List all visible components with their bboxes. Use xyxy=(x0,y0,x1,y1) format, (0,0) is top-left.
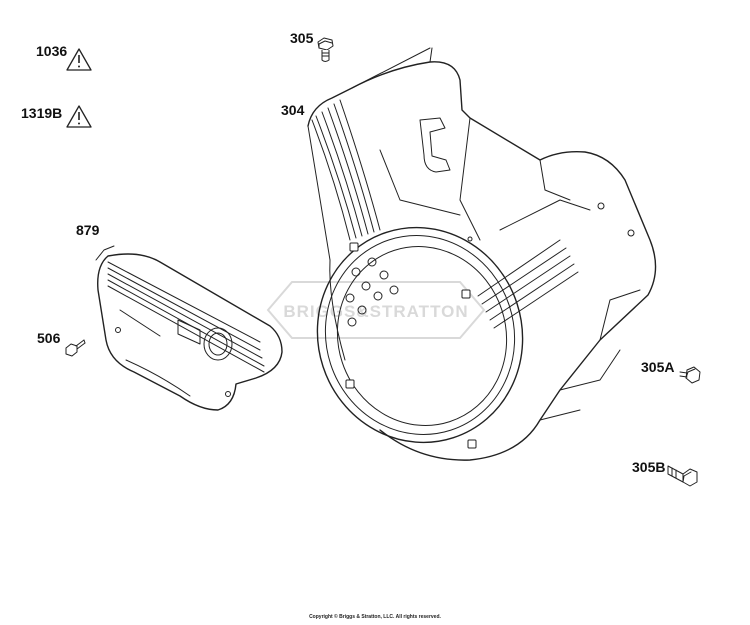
blower-housing-304 xyxy=(307,47,657,461)
part-number-1319b: 1319B xyxy=(21,105,63,121)
part-number-305a: 305A xyxy=(641,359,675,375)
part-number-879: 879 xyxy=(76,222,100,238)
copyright-footer: Copyright © Briggs & Stratton, LLC. All … xyxy=(309,614,441,620)
part-number-1036: 1036 xyxy=(36,43,68,59)
warning-triangle-icon xyxy=(66,105,92,128)
screw-506 xyxy=(65,339,86,357)
part-number-304: 304 xyxy=(281,102,305,118)
warning-triangle-icon xyxy=(66,48,92,71)
watermark-logo: BRIGGS&STRATTON xyxy=(266,281,486,339)
bolt-305b xyxy=(667,465,698,487)
bolt-305a xyxy=(679,366,701,384)
part-number-506: 506 xyxy=(37,330,61,346)
watermark-text: BRIGGS&STRATTON xyxy=(283,302,468,321)
part-number-305b: 305B xyxy=(632,459,666,475)
bolt-305 xyxy=(317,37,334,62)
part-number-305: 305 xyxy=(290,30,314,46)
side-cover-879 xyxy=(95,245,283,411)
